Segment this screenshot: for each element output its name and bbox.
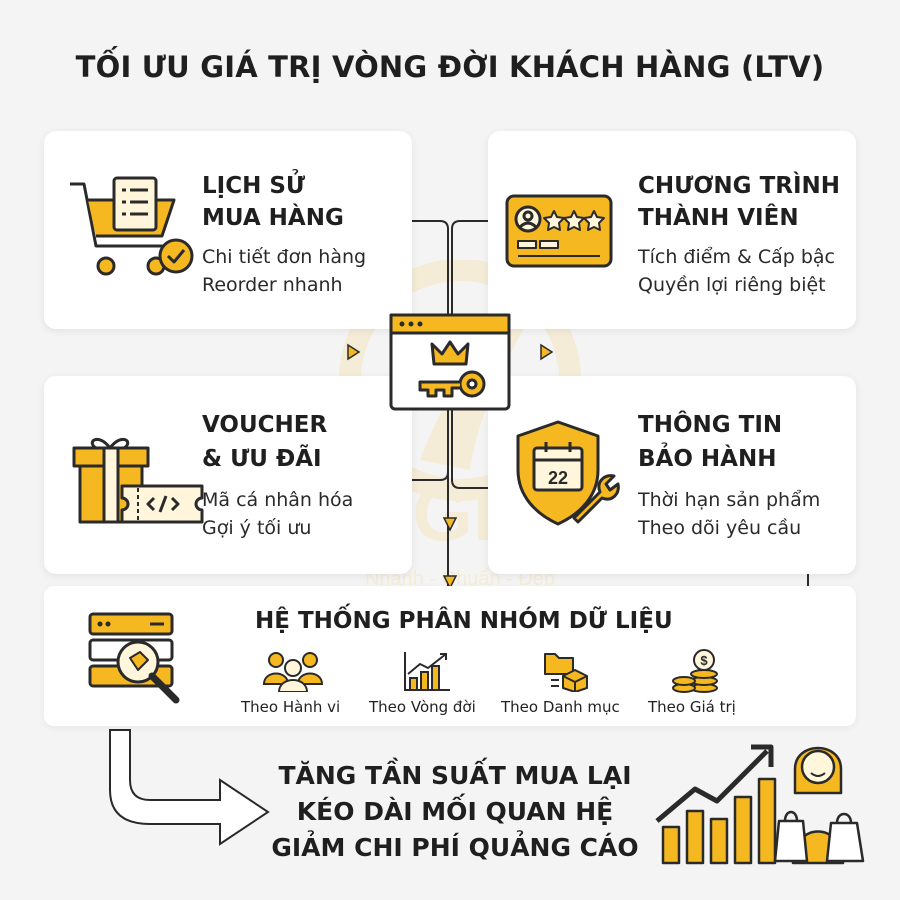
page-title: TỐI ƯU GIÁ TRỊ VÒNG ĐỜI KHÁCH HÀNG (LTV) — [75, 50, 825, 84]
data-grouping-panel — [44, 586, 856, 726]
member-card-stars-icon — [505, 194, 613, 268]
card-heading-line-2: THÀNH VIÊN — [638, 205, 799, 231]
card-purchase-history: LỊCH SỬ MUA HÀNG Chi tiết đơn hàng Reord… — [44, 131, 412, 329]
gift-voucher-code-icon — [72, 437, 204, 524]
svg-text:$: $ — [700, 653, 708, 668]
group-label-value: Theo Giá trị — [648, 698, 736, 716]
card-heading-line-2: MUA HÀNG — [202, 205, 344, 231]
card-heading-line-2: BẢO HÀNH — [638, 446, 777, 472]
card-detail-1: Chi tiết đơn hàng — [202, 246, 367, 268]
group-label-lifecycle: Theo Vòng đời — [369, 698, 476, 716]
card-detail-2: Quyền lợi riêng biệt — [638, 274, 826, 296]
card-heading-line-1: THÔNG TIN — [638, 412, 783, 438]
card-detail-1: Mã cá nhân hóa — [202, 489, 354, 511]
growth-chart-shopper-icon — [655, 744, 865, 865]
result-line-3: GIẢM CHI PHÍ QUẢNG CÁO — [271, 833, 639, 862]
calendar-day: 22 — [548, 468, 568, 488]
bar-chart-trend-icon — [404, 652, 450, 691]
card-heading-line-1: CHƯƠNG TRÌNH — [638, 173, 841, 199]
browser-crown-key-icon — [389, 313, 511, 411]
card-detail-2: Theo dõi yêu cầu — [638, 517, 802, 539]
result-line-2: KÉO DÀI MỐI QUAN HỆ — [296, 797, 614, 826]
card-heading-line-1: VOUCHER — [202, 412, 328, 438]
shopping-cart-list-check-icon — [70, 176, 194, 276]
card-detail-2: Reorder nhanh — [202, 274, 343, 296]
group-label-category: Theo Danh mục — [501, 698, 620, 716]
card-detail-1: Tích điểm & Cấp bậc — [638, 246, 836, 268]
group-label-behavior: Theo Hành vi — [241, 698, 341, 716]
coin-stacks-icon: $ — [672, 649, 718, 693]
data-grouping-title: HỆ THỐNG PHÂN NHÓM DỮ LIỆU — [255, 608, 673, 634]
shield-calendar-wrench-icon: 22 — [516, 420, 620, 526]
card-membership: CHƯƠNG TRÌNH THÀNH VIÊN Tích điểm & Cấp … — [488, 131, 856, 329]
card-detail-2: Gợi ý tối ưu — [202, 517, 312, 539]
card-heading-line-1: LỊCH SỬ — [202, 173, 306, 199]
card-warranty: 22 THÔNG TIN BẢO HÀNH Thời hạn sản phẩm … — [488, 376, 856, 574]
card-detail-1: Thời hạn sản phẩm — [638, 489, 821, 511]
people-group-icon — [262, 652, 324, 692]
card-heading-line-2: & ƯU ĐÃI — [202, 446, 322, 472]
folder-box-icon — [544, 653, 588, 692]
result-line-1: TĂNG TẦN SUẤT MUA LẠI — [278, 761, 632, 790]
card-voucher: VOUCHER & ƯU ĐÃI Mã cá nhân hóa Gợi ý tố… — [44, 376, 412, 574]
server-magnifier-tag-icon — [88, 612, 180, 704]
